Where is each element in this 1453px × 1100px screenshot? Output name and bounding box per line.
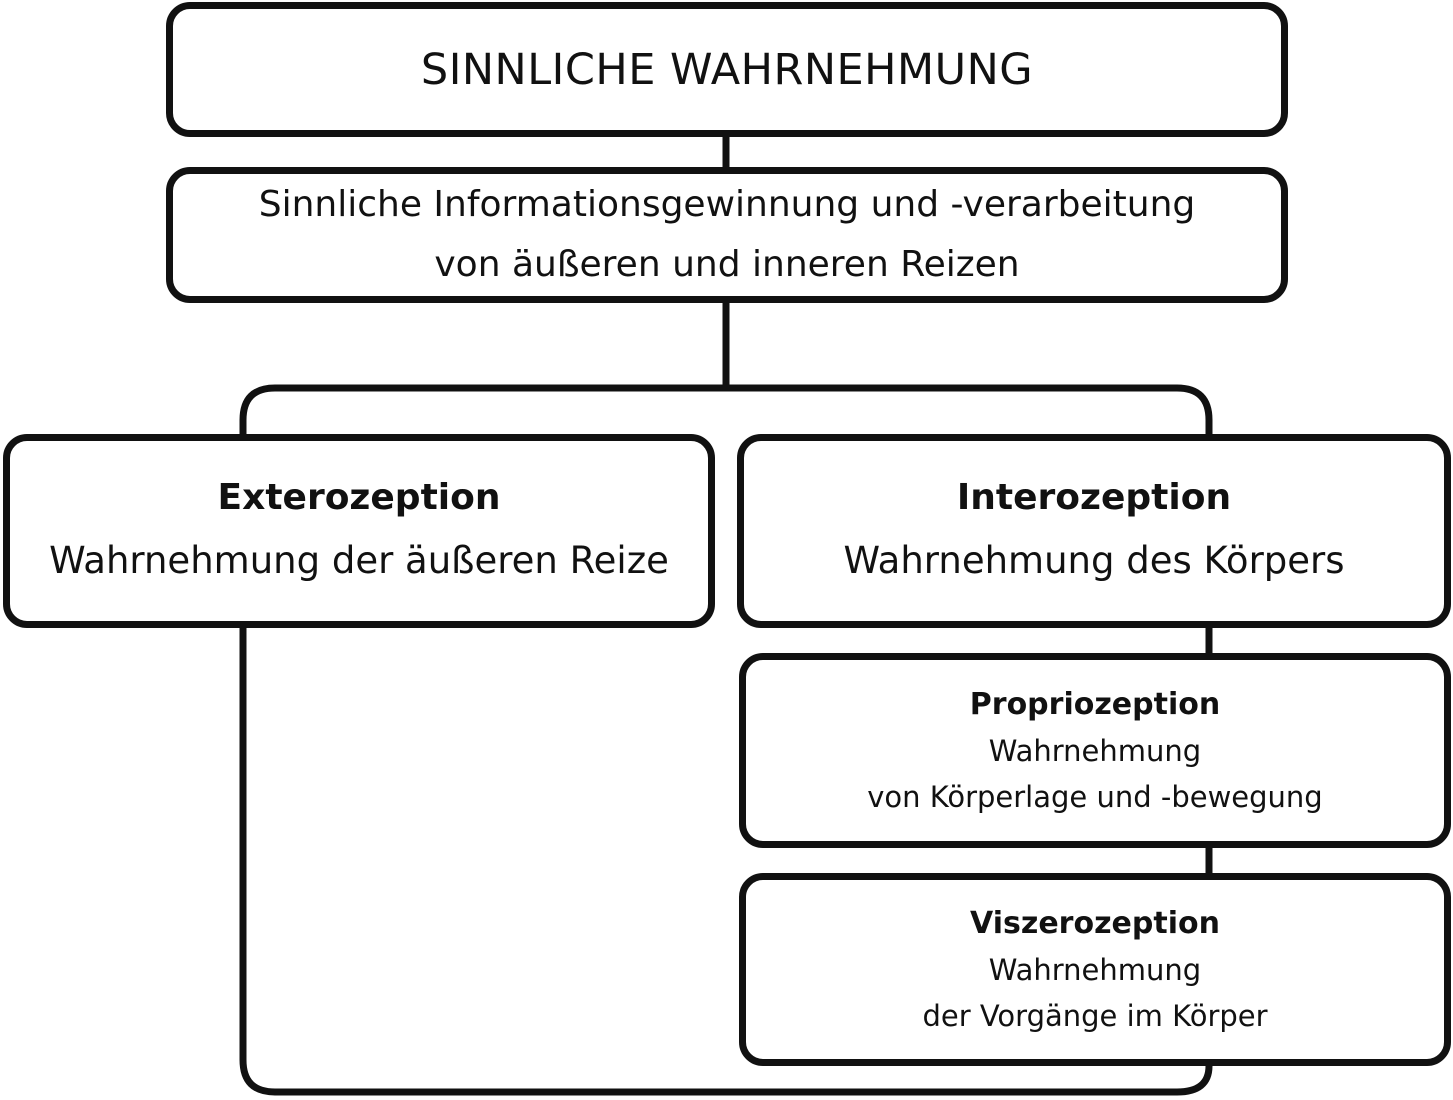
top-box-title: SINNLICHE WAHRNEHMUNG <box>420 44 1034 95</box>
exterozeption-box: Exterozeption Wahrnehmung der äußeren Re… <box>3 434 715 628</box>
exterozeption-outer-loop <box>239 628 1213 1096</box>
interozeption-description: Wahrnehmung des Körpers <box>843 539 1345 582</box>
viszerozeption-line-1: Wahrnehmung <box>988 952 1202 987</box>
definition-box: Sinnliche Informationsgewinnung und -ver… <box>166 167 1288 303</box>
propriozeption-line-1: Wahrnehmung <box>988 733 1202 768</box>
propriozeption-heading: Propriozeption <box>969 686 1221 722</box>
branch-bracket <box>239 384 1213 434</box>
exterozeption-heading: Exterozeption <box>217 477 501 518</box>
exterozeption-description: Wahrnehmung der äußeren Reize <box>49 539 669 582</box>
top-box: SINNLICHE WAHRNEHMUNG <box>166 2 1288 137</box>
viszerozeption-box: Viszerozeption Wahrnehmung der Vorgänge … <box>739 873 1451 1066</box>
propriozeption-line-2: von Körperlage und -bewegung <box>867 779 1323 814</box>
interozeption-heading: Interozeption <box>956 477 1232 518</box>
interozeption-box: Interozeption Wahrnehmung des Körpers <box>737 434 1451 628</box>
propriozeption-box: Propriozeption Wahrnehmung von Körperlag… <box>739 653 1451 848</box>
viszerozeption-line-2: der Vorgänge im Körper <box>922 998 1268 1033</box>
definition-line-2: von äußeren und inneren Reizen <box>434 244 1020 285</box>
definition-line-1: Sinnliche Informationsgewinnung und -ver… <box>258 184 1196 225</box>
viszerozeption-heading: Viszerozeption <box>970 905 1220 941</box>
